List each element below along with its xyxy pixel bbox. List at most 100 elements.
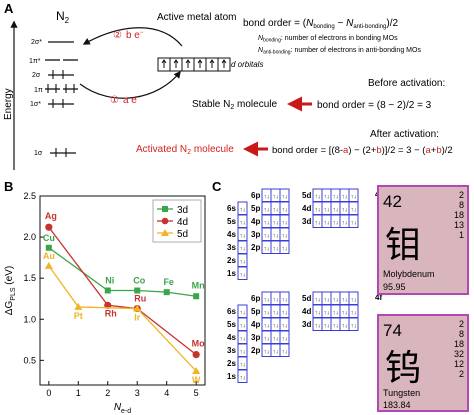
orbital-box: ↑↓: [270, 291, 281, 305]
mo-levels: 2σ* 1π* 2σ 1π 1σ* 1σ: [29, 39, 78, 157]
orbital-box: ↑↓: [261, 201, 272, 215]
orbital-box: ↑↓: [261, 291, 272, 305]
orbital-label: 5d: [302, 294, 311, 303]
svg-text:↑↓: ↑↓: [240, 260, 246, 266]
svg-text:↑↓: ↑↓: [342, 311, 348, 317]
svg-text:↑↓: ↑↓: [273, 311, 279, 317]
point-label: Mn: [192, 280, 205, 290]
svg-text:↑↓: ↑↓: [315, 298, 321, 304]
d-orbital-box: [181, 57, 195, 72]
point-label: Fe: [163, 277, 174, 287]
orbital-box: ↑↓: [237, 214, 248, 228]
y-tick-label: 0.5: [23, 355, 36, 365]
svg-text:↑↓: ↑↓: [315, 324, 321, 330]
svg-text:↑↓: ↑↓: [282, 247, 288, 253]
orbital-box: ↑↓: [348, 214, 359, 228]
orbital-label: 4d: [302, 307, 311, 316]
svg-text:↑↓: ↑↓: [273, 337, 279, 343]
svg-text:↑↓: ↑↓: [264, 337, 270, 343]
orbital-box: ↑↓: [330, 304, 341, 318]
data-point-5d: [192, 367, 201, 375]
svg-text:↑↓: ↑↓: [264, 311, 270, 317]
svg-text:↑↓: ↑↓: [333, 208, 339, 214]
svg-text:↑↓: ↑↓: [351, 221, 357, 227]
svg-text:↑↓: ↑↓: [240, 234, 246, 240]
svg-text:↑↓: ↑↓: [282, 234, 288, 240]
orbital-label: 4p: [251, 320, 260, 329]
x-tick-label: 0: [46, 388, 51, 398]
d-orbitals-label: d orbitals: [231, 60, 263, 69]
svg-text:↑↓: ↑↓: [264, 195, 270, 201]
shell-count: 2: [459, 369, 464, 379]
orbital-box: ↑↓: [339, 214, 350, 228]
orbital-box: ↑↓: [261, 317, 272, 331]
point-label: Cu: [43, 233, 55, 243]
data-point-3d: [134, 287, 141, 294]
energy-axis-label: Energy: [3, 88, 14, 120]
orbital-box: ↑↓: [261, 227, 272, 241]
y-tick-label: 1.5: [23, 273, 36, 283]
svg-text:↑↓: ↑↓: [324, 221, 330, 227]
orbital-box: ↑↓: [261, 240, 272, 254]
orbital-box: ↑↓: [270, 304, 281, 318]
orbital-box: ↑↓: [321, 188, 332, 202]
y-tick-label: 2.5: [23, 191, 36, 201]
orbital-box: ↑↓: [312, 317, 323, 331]
orbital-label: 5p: [251, 204, 260, 213]
orbital-box: ↑↓: [270, 188, 281, 202]
svg-text:↑↓: ↑↓: [315, 208, 321, 214]
data-point-3d: [45, 244, 52, 251]
svg-text:↑↓: ↑↓: [264, 324, 270, 330]
point-label: Ir: [134, 313, 141, 323]
orbital-label: 6s: [227, 307, 236, 316]
orbital-label: 3d: [302, 217, 311, 226]
orbital-box: ↑↓: [339, 291, 350, 305]
orbital-config-molybdenum: 6s↑↓5s↑↓4s↑↓3s↑↓2s↑↓1s↑↓6p↑↓↑↓↑↓5p↑↓↑↓↑↓…: [227, 188, 382, 280]
svg-text:↑↓: ↑↓: [240, 221, 246, 227]
svg-text:↑↓: ↑↓: [351, 195, 357, 201]
data-point-4d: [45, 223, 53, 231]
orbital-label: 5s: [227, 217, 236, 226]
orbital-box: ↑↓: [261, 214, 272, 228]
point-label: Ag: [45, 211, 57, 221]
mo-label-2sigma: 2σ: [32, 72, 41, 79]
bond-order-definition: bond order = (Nbonding − Nanti-bonding)/…: [243, 18, 398, 30]
svg-text:↑↓: ↑↓: [273, 208, 279, 214]
shell-count: 12: [454, 359, 464, 369]
mo-label-1sigma: 1σ: [34, 150, 43, 157]
w-atomic-number: 74: [383, 321, 402, 340]
orbital-box: ↑↓: [348, 201, 359, 215]
svg-text:↑↓: ↑↓: [342, 324, 348, 330]
svg-text:↑↓: ↑↓: [273, 350, 279, 356]
orbital-box: ↑↓: [312, 188, 323, 202]
back-donation-arrow: [82, 27, 183, 47]
orbital-box: ↑↓: [270, 330, 281, 344]
orbital-box: ↑↓: [348, 188, 359, 202]
orbital-box: ↑↓: [270, 201, 281, 215]
orbital-label: 3s: [227, 243, 236, 252]
stable-n2-label: Stable N2 molecule: [192, 99, 278, 111]
svg-text:↑↓: ↑↓: [282, 298, 288, 304]
orbital-box: ↑↓: [312, 291, 323, 305]
orbital-box: ↑↓: [348, 291, 359, 305]
data-point-5d: [44, 261, 53, 269]
orbital-box: ↑↓: [237, 304, 248, 318]
svg-text:↑↓: ↑↓: [264, 221, 270, 227]
shell-count: 8: [459, 200, 464, 210]
svg-text:↑↓: ↑↓: [342, 195, 348, 201]
orbital-label: 5d: [302, 191, 311, 200]
orbital-box: ↑↓: [261, 304, 272, 318]
point-label: Mo: [192, 339, 205, 349]
svg-text:↑↓: ↑↓: [333, 195, 339, 201]
orbital-box: ↑↓: [237, 266, 248, 280]
orbital-box: ↑↓: [261, 188, 272, 202]
orbital-box: ↑↓: [237, 356, 248, 370]
orbital-box: ↑↓: [279, 188, 290, 202]
x-tick-label: 1: [76, 388, 81, 398]
mo-label-1pi-star: 1π*: [29, 58, 41, 65]
orbital-label: 5p: [251, 307, 260, 316]
svg-text:↑↓: ↑↓: [333, 298, 339, 304]
